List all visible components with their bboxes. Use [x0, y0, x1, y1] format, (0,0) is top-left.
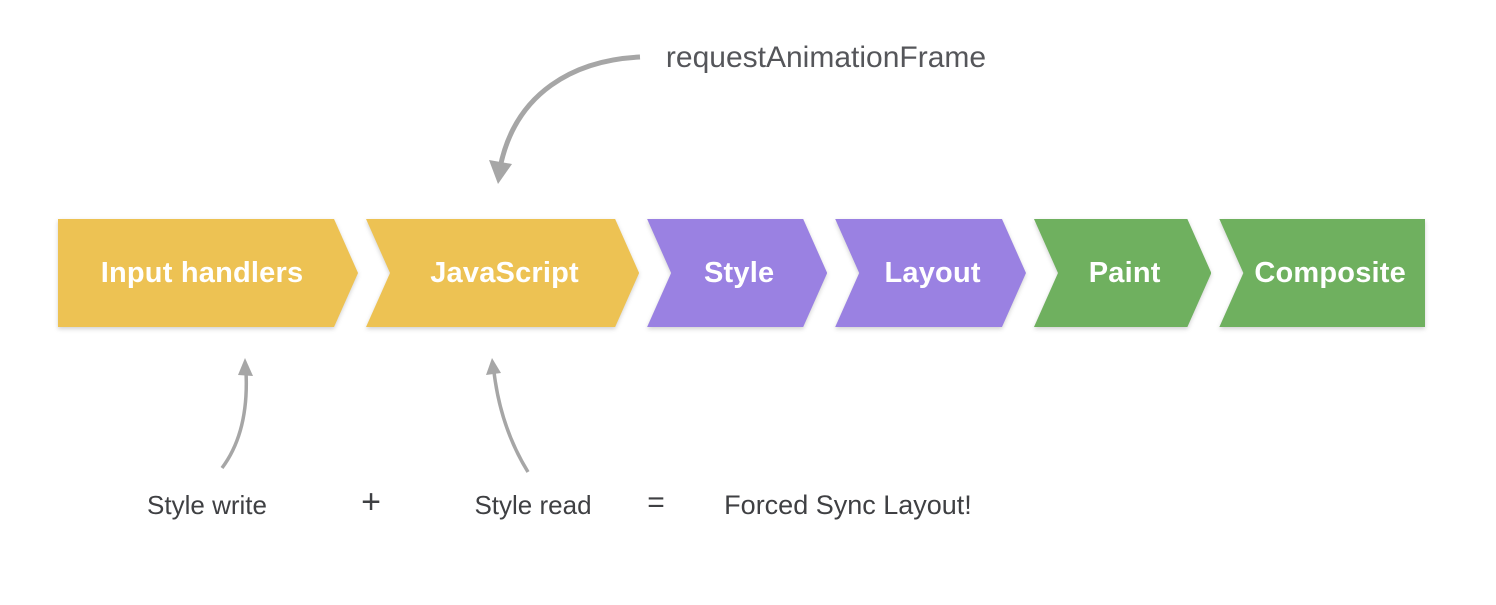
style-write-arrow-icon: [220, 358, 253, 470]
raf-label: requestAnimationFrame: [665, 41, 987, 74]
stage-label: JavaScript: [430, 256, 579, 289]
stage-composite: Composite: [1219, 219, 1425, 327]
forced-sync-layout-label: Forced Sync Layout!: [724, 490, 972, 520]
stage-label: Layout: [884, 256, 981, 289]
style-write-label: Style write: [147, 490, 267, 520]
style-read-arrow-icon: [486, 358, 530, 473]
stage-javascript: JavaScript: [366, 219, 639, 327]
pipeline-bar: Input handlers JavaScript Style Layout P…: [58, 219, 1425, 327]
stage-label: Input handlers: [100, 256, 304, 289]
style-read-label: Style read: [474, 490, 592, 520]
stage-layout: Layout: [835, 219, 1026, 327]
stage-label: Style: [703, 256, 775, 289]
equals-sign: =: [647, 486, 665, 519]
stage-label: Paint: [1088, 256, 1161, 289]
raf-arrow-icon: [489, 54, 641, 184]
stage-label: Composite: [1254, 256, 1406, 289]
stage-input-handlers: Input handlers: [58, 219, 358, 327]
plus-sign: +: [361, 483, 381, 521]
stage-style: Style: [647, 219, 827, 327]
stage-paint: Paint: [1034, 219, 1211, 327]
